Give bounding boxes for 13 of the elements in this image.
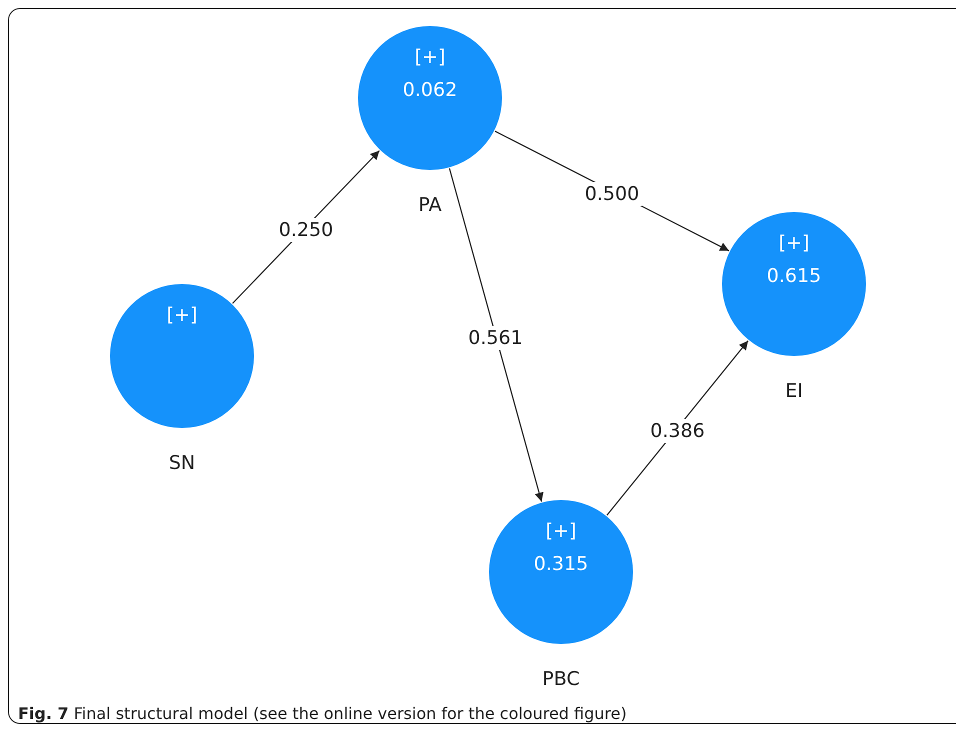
figure-caption: Fig. 7 Final structural model (see the online version for the coloured figure) (18, 704, 627, 723)
expand-marker: [+] (546, 520, 576, 543)
expand-marker: [+] (778, 232, 810, 255)
expand-marker: [+] (414, 46, 446, 69)
r-squared-value: 0.315 (534, 552, 588, 576)
r-squared-value: 0.062 (402, 78, 458, 102)
construct-label: PA (418, 194, 442, 216)
construct-label: EI (785, 380, 803, 402)
r-squared-value: 0.615 (766, 264, 822, 288)
construct-label: PBC (542, 668, 580, 690)
expand-marker: [+] (166, 304, 198, 327)
construct-label: SN (168, 452, 196, 474)
arrow (448, 168, 544, 502)
